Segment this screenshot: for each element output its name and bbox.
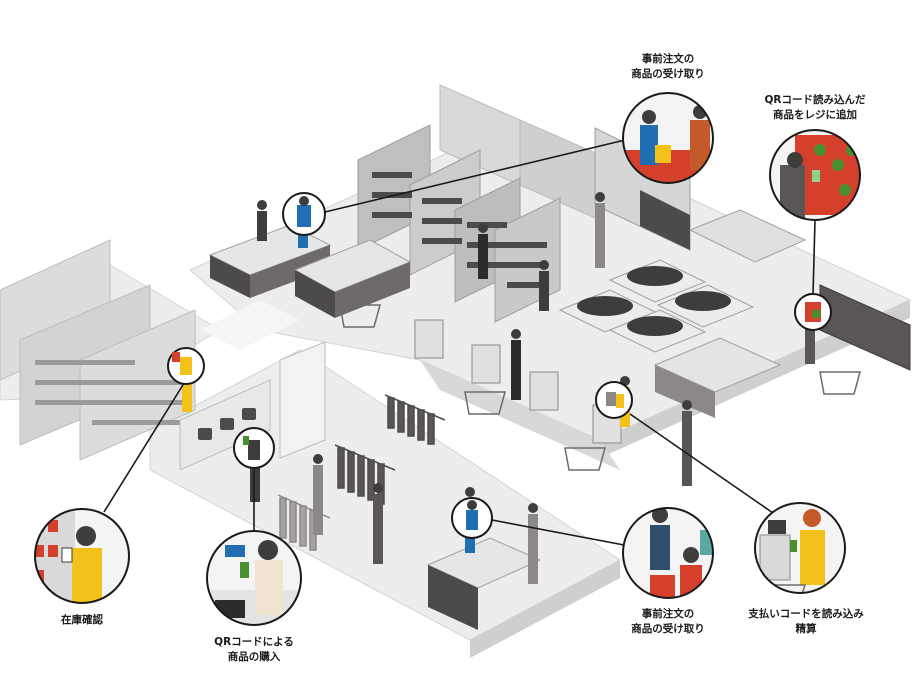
hanger-icon xyxy=(334,394,446,505)
label-preorder-pickup-bottom: 事前注文の 商品の受け取り xyxy=(618,607,718,637)
shopping-cart-icon xyxy=(464,391,506,415)
apparel-section xyxy=(179,341,542,630)
connector-lines xyxy=(103,139,816,546)
callout-qr-purchase xyxy=(206,530,302,626)
callout-preorder-pickup-bottom xyxy=(622,507,714,599)
freezer-front xyxy=(655,365,715,418)
grocery-floor xyxy=(420,360,620,470)
person-icon xyxy=(511,329,521,400)
person-icon xyxy=(313,454,323,535)
label-qr-scan-register: QRコード読み込んだ 商品をレジに追加 xyxy=(748,93,882,123)
counter-front xyxy=(210,255,250,298)
shopping-cart-icon xyxy=(819,371,861,395)
walkway xyxy=(200,300,300,350)
person-icon xyxy=(373,483,383,564)
person-icon xyxy=(682,400,692,486)
callout-payment-code-checkout xyxy=(754,502,846,594)
connector-line xyxy=(103,379,187,513)
left-shelves xyxy=(0,239,196,461)
self-checkout-icon xyxy=(414,319,444,359)
counter-side xyxy=(250,245,330,298)
callout-inventory-check xyxy=(34,508,130,604)
back-shelves xyxy=(357,84,691,323)
label-line: 在庫確認 xyxy=(61,614,103,626)
person-icon xyxy=(595,192,605,268)
marker-contents xyxy=(172,196,821,530)
connector-line xyxy=(812,219,816,296)
register-side xyxy=(335,262,410,318)
connector-line xyxy=(491,519,625,546)
person-icon xyxy=(478,223,488,279)
label-preorder-pickup-top: 事前注文の 商品の受け取り xyxy=(618,52,718,82)
label-line: 商品の購入 xyxy=(227,651,281,663)
label-line: 商品をレジに追加 xyxy=(773,109,857,121)
service-counter xyxy=(208,224,412,318)
apparel-floor-edge xyxy=(470,560,620,658)
label-line: 商品の受け取り xyxy=(631,68,705,80)
connector-line xyxy=(629,413,774,514)
self-checkout-icon xyxy=(529,371,559,411)
label-line: QRコードによる xyxy=(214,636,294,648)
shopping-cart-icon xyxy=(339,304,381,328)
main-floor-edge xyxy=(600,300,910,458)
self-checkout-icon xyxy=(471,344,501,384)
label-line: 精算 xyxy=(795,623,817,635)
person-icon xyxy=(528,503,538,584)
label-qr-purchase: QRコードによる 商品の購入 xyxy=(199,635,309,665)
apparel-counter-front xyxy=(428,565,478,630)
register-front xyxy=(295,270,335,318)
handbag-icon xyxy=(198,408,256,440)
grocery-islands xyxy=(558,209,911,418)
connector-line xyxy=(324,139,626,213)
label-line: 商品の受け取り xyxy=(631,623,705,635)
label-line: QRコード読み込んだ xyxy=(764,94,866,106)
label-inventory-check: 在庫確認 xyxy=(42,613,122,628)
label-payment-code-checkout: 支払いコードを読み込み 精算 xyxy=(735,607,877,637)
person-icon xyxy=(539,260,549,311)
callout-qr-scan-register xyxy=(769,129,861,221)
mannequin-wall xyxy=(279,341,326,459)
label-line: 事前注文の xyxy=(641,608,695,620)
label-line: 事前注文の xyxy=(641,53,695,65)
person-icon xyxy=(257,200,267,241)
shopping-cart-icon xyxy=(564,447,606,471)
freezer-icon xyxy=(688,209,807,263)
label-line: 支払いコードを読み込み xyxy=(748,608,864,620)
fridge-door xyxy=(640,190,690,250)
